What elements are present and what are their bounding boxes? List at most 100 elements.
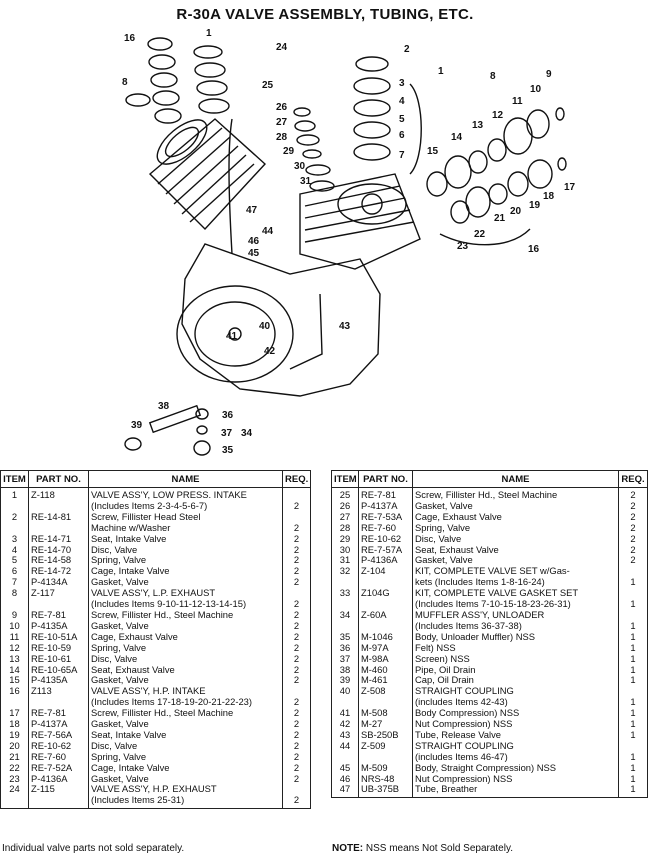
part-name: Cage, Intake Valve bbox=[88, 762, 283, 774]
quantity-required: 2 bbox=[282, 500, 311, 512]
part-name: Seat, Exhaust Valve bbox=[412, 544, 619, 556]
quantity-required: 2 bbox=[282, 740, 311, 752]
part-name: (Includes Items 9-10-11-12-13-14-15) bbox=[88, 599, 283, 610]
item-number: 40 bbox=[331, 686, 359, 698]
quantity-required: 2 bbox=[282, 653, 311, 665]
part-number bbox=[28, 522, 89, 534]
part-name: Disc, Valve bbox=[88, 544, 283, 556]
quantity-required: 1 bbox=[618, 675, 648, 687]
callout-label: 13 bbox=[472, 120, 484, 131]
part-number: UB-375B bbox=[358, 784, 413, 799]
item-number: 47 bbox=[331, 784, 359, 799]
quantity-required: 2 bbox=[282, 544, 311, 556]
part-name: Spring, Valve bbox=[412, 522, 619, 534]
part-name: Screen) NSS bbox=[412, 653, 619, 665]
unloader-muffler bbox=[124, 404, 211, 456]
callout-label: 19 bbox=[529, 200, 541, 211]
quantity-required: 1 bbox=[618, 719, 648, 730]
part-name: Nut Compression) NSS bbox=[412, 773, 619, 785]
quantity-required: 1 bbox=[618, 762, 648, 774]
item-number: 38 bbox=[331, 664, 359, 676]
callout-label: 30 bbox=[294, 161, 306, 172]
part-name: Seat, Intake Valve bbox=[88, 729, 283, 741]
part-number: RE-14-58 bbox=[28, 555, 89, 567]
part-name: Body, Straight Compression) NSS bbox=[412, 762, 619, 774]
column-header-req: REQ. bbox=[618, 470, 648, 488]
quantity-required: 2 bbox=[282, 577, 311, 589]
part-number bbox=[28, 599, 89, 610]
quantity-required: 2 bbox=[618, 487, 648, 501]
callout-label: 15 bbox=[427, 146, 439, 157]
quantity-required bbox=[618, 588, 648, 600]
part-number: M-509 bbox=[358, 762, 413, 774]
callout-label: 40 bbox=[259, 321, 271, 332]
part-name: Screw, Fillister Head Steel bbox=[88, 511, 283, 523]
part-number: RE-10-65A bbox=[28, 664, 89, 676]
part-number: Z-60A bbox=[358, 609, 413, 621]
callout-label: 10 bbox=[530, 84, 542, 95]
quantity-required: 1 bbox=[618, 729, 648, 741]
part-number: RE-7-81 bbox=[358, 487, 413, 501]
callout-label: 45 bbox=[248, 248, 260, 259]
quantity-required: 1 bbox=[618, 599, 648, 610]
footnote-nss-note: NOTE: NSS means Not Sold Separately. bbox=[332, 843, 513, 854]
quantity-required: 2 bbox=[282, 620, 311, 632]
column-header-item: ITEM bbox=[331, 470, 359, 488]
item-number: 36 bbox=[331, 642, 359, 654]
part-name: Seat, Exhaust Valve bbox=[88, 664, 283, 676]
callout-label: 16 bbox=[124, 33, 136, 44]
part-name: Tube, Breather bbox=[412, 784, 619, 799]
quantity-required: 2 bbox=[282, 609, 311, 621]
quantity-required bbox=[282, 686, 311, 698]
callout-label: 1 bbox=[206, 28, 212, 39]
part-name: Nut Compression) NSS bbox=[412, 719, 619, 730]
part-name: (Includes Items 7-10-15-18-23-26-31) bbox=[412, 599, 619, 610]
callout-label: 38 bbox=[158, 401, 170, 412]
item-number: 37 bbox=[331, 653, 359, 665]
part-number: RE-7-57A bbox=[358, 544, 413, 556]
part-name: Spring, Valve bbox=[88, 555, 283, 567]
item-number: 1 bbox=[0, 487, 29, 501]
callout-label: 23 bbox=[457, 241, 469, 252]
item-number: 12 bbox=[0, 642, 29, 654]
callout-label: 1 bbox=[438, 66, 444, 77]
item-number bbox=[331, 620, 359, 632]
part-name: Machine w/Washer bbox=[88, 522, 283, 534]
quantity-required bbox=[282, 588, 311, 600]
part-number: M-27 bbox=[358, 719, 413, 730]
part-number: Z-509 bbox=[358, 740, 413, 752]
callout-label: 47 bbox=[246, 205, 258, 216]
item-number: 7 bbox=[0, 577, 29, 589]
part-number: RE-7-53A bbox=[358, 511, 413, 523]
part-name: Gasket, Valve bbox=[88, 773, 283, 785]
quantity-required: 2 bbox=[282, 566, 311, 578]
part-number: P-4135A bbox=[28, 620, 89, 632]
callout-label: 29 bbox=[283, 146, 295, 157]
part-name: Cage, Exhaust Valve bbox=[88, 631, 283, 643]
part-number: Z-115 bbox=[28, 784, 89, 796]
table-row: (Includes Items 2-3-4-5-6-7)2 bbox=[0, 500, 311, 512]
part-name: (Includes Items 36-37-38) bbox=[412, 620, 619, 632]
callout-label: 28 bbox=[276, 132, 288, 143]
part-number: M-97A bbox=[358, 642, 413, 654]
part-number bbox=[358, 577, 413, 589]
callout-label: 14 bbox=[451, 132, 463, 143]
item-number: 15 bbox=[0, 675, 29, 687]
part-number: RE-10-61 bbox=[28, 653, 89, 665]
